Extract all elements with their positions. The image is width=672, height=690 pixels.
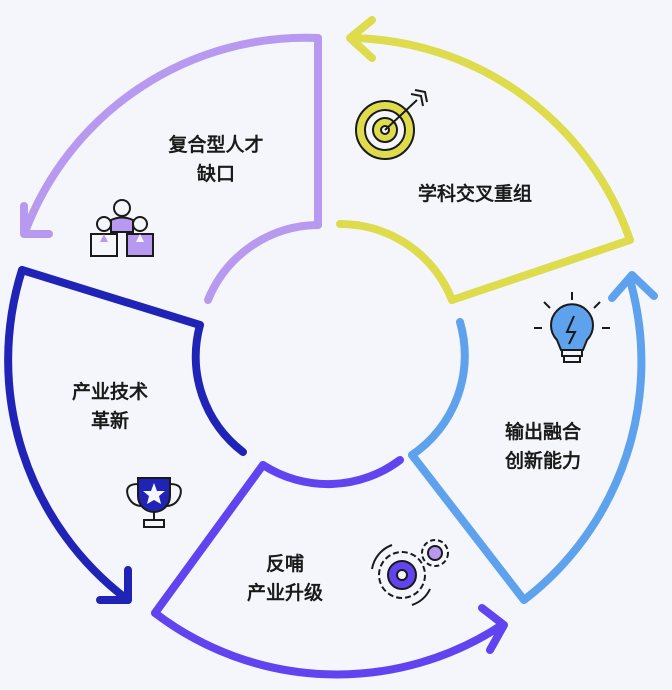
segment-output-integration-connector bbox=[408, 451, 528, 604]
segment-feedback-upgrade bbox=[151, 456, 508, 679]
segment-feedback-upgrade-arc bbox=[151, 609, 506, 679]
segment-industry-innovation bbox=[4, 266, 247, 604]
segment-feedback-upgrade-inner-arc bbox=[259, 456, 404, 488]
segment-industry-innovation-connector bbox=[18, 266, 204, 329]
segment-talent-gap-inner-arc bbox=[204, 221, 322, 304]
team-people-icon bbox=[90, 199, 154, 257]
segment-interdisciplinary-arc bbox=[348, 34, 634, 244]
trophy-icon bbox=[126, 477, 182, 528]
segment-output-integration-arrowhead bbox=[608, 271, 658, 302]
segment-talent-gap-arrowhead bbox=[20, 202, 53, 238]
segment-industry-innovation-arc bbox=[4, 266, 132, 604]
label-feedback-upgrade: 反哺 产业升级 bbox=[210, 550, 360, 608]
label-talent-gap-line-1: 复合型人才 bbox=[168, 134, 264, 156]
gears-icon bbox=[371, 539, 449, 606]
target-arrow-icon bbox=[355, 89, 428, 160]
segment-talent-gap-arc bbox=[21, 33, 322, 236]
segment-output-integration-arc bbox=[520, 276, 646, 604]
label-feedback-upgrade-line-2: 产业升级 bbox=[246, 582, 323, 604]
segment-interdisciplinary-arrowhead bbox=[346, 16, 376, 62]
segment-interdisciplinary-inner-arc bbox=[336, 219, 456, 304]
label-interdisciplinary: 学科交叉重组 bbox=[400, 180, 550, 209]
label-output-integration-line-2: 创新能力 bbox=[504, 450, 581, 472]
segment-interdisciplinary bbox=[336, 16, 634, 304]
segment-output-integration-inner-arc bbox=[408, 318, 469, 459]
segment-talent-gap bbox=[20, 33, 322, 304]
segment-output-integration bbox=[408, 271, 658, 604]
segment-interdisciplinary-connector bbox=[448, 236, 634, 304]
segment-feedback-upgrade-connector bbox=[151, 461, 267, 617]
label-interdisciplinary-line-1: 学科交叉重组 bbox=[417, 183, 532, 205]
label-output-integration: 输出融合 创新能力 bbox=[468, 418, 618, 476]
label-talent-gap: 复合型人才 缺口 bbox=[141, 131, 291, 189]
label-output-integration-line-1: 输出融合 bbox=[504, 421, 581, 443]
label-industry-innovation: 产业技术 革新 bbox=[35, 378, 185, 436]
label-industry-innovation-line-1: 产业技术 bbox=[71, 381, 148, 403]
segment-feedback-upgrade-arrowhead bbox=[478, 604, 508, 654]
lightbulb-icon bbox=[534, 292, 610, 363]
label-feedback-upgrade-line-1: 反哺 bbox=[265, 553, 304, 575]
segment-industry-innovation-arrowhead bbox=[96, 566, 132, 604]
label-talent-gap-line-2: 缺口 bbox=[196, 163, 235, 185]
segment-industry-innovation-inner-arc bbox=[191, 321, 247, 456]
label-industry-innovation-line-2: 革新 bbox=[90, 410, 129, 432]
